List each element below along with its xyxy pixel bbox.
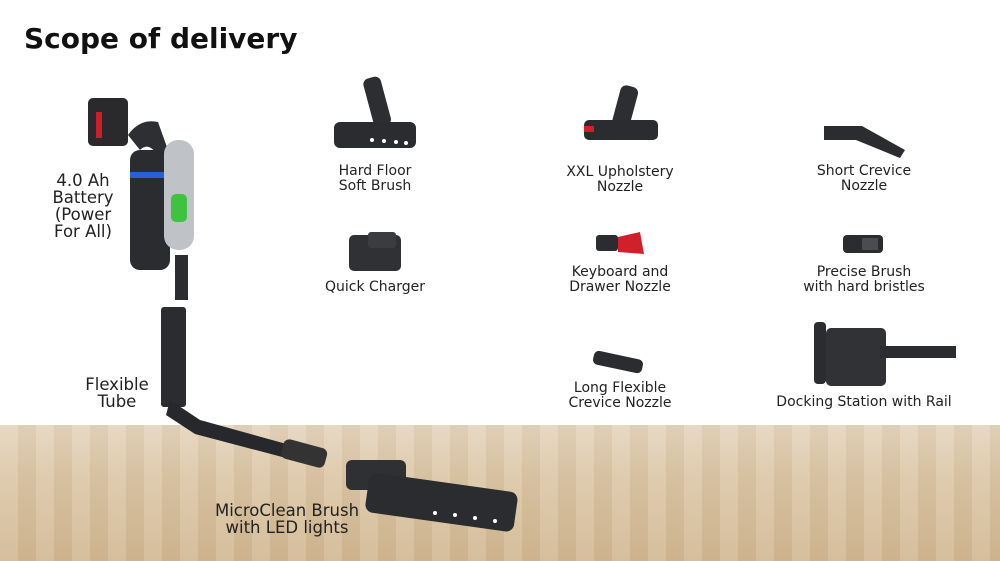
label-line: Long Flexible — [573, 380, 667, 396]
short-crevice-nozzle-image — [824, 126, 905, 158]
label-line: (Power — [54, 205, 112, 224]
flexible-tube-label: Flexible Tube — [85, 376, 149, 410]
label-line: Precise Brush — [816, 264, 912, 280]
flexible-tube-image — [161, 307, 328, 468]
vacuum-handheld-image — [128, 121, 194, 300]
label-line: Nozzle — [840, 178, 888, 194]
label-line: Nozzle — [596, 179, 644, 195]
label-line: MicroClean Brush — [214, 501, 360, 520]
long-flexible-crevice-nozzle-image — [593, 350, 643, 374]
long-flexible-crevice-nozzle-label: Long Flexible Crevice Nozzle — [568, 381, 671, 411]
precise-brush-label: Precise Brush with hard bristles — [803, 265, 925, 295]
label-line: Battery — [52, 188, 114, 207]
label-line: Short Crevice — [816, 163, 912, 179]
label-line: Hard Floor — [338, 163, 412, 179]
label-line: with hard bristles — [803, 279, 925, 295]
battery-label: 4.0 Ah Battery (Power For All) — [52, 172, 113, 240]
label-line: 4.0 Ah — [56, 171, 110, 190]
precise-brush-image — [843, 235, 883, 253]
docking-station-image — [814, 322, 956, 386]
label-line: Crevice Nozzle — [568, 395, 672, 411]
label-line: Drawer Nozzle — [569, 279, 671, 295]
label-line: Soft Brush — [338, 178, 412, 194]
label-line: Keyboard and — [571, 264, 669, 280]
quick-charger-image — [349, 232, 401, 271]
xxl-upholstery-nozzle-label: XXL Upholstery Nozzle — [566, 165, 673, 195]
keyboard-drawer-nozzle-label: Keyboard and Drawer Nozzle — [569, 265, 671, 295]
label-line: Quick Charger — [324, 279, 426, 295]
label-line: Tube — [97, 392, 137, 411]
label-line: Flexible — [85, 375, 149, 394]
xxl-upholstery-nozzle-image — [584, 85, 658, 140]
label-line: XXL Upholstery — [566, 164, 674, 180]
hard-floor-brush-image — [334, 76, 416, 148]
short-crevice-nozzle-label: Short Crevice Nozzle — [817, 164, 911, 194]
keyboard-drawer-nozzle-image — [596, 232, 644, 254]
quick-charger-label: Quick Charger — [325, 280, 425, 295]
label-line: For All) — [54, 222, 112, 241]
battery-image — [88, 98, 128, 146]
page-title: Scope of delivery — [24, 22, 298, 55]
hard-floor-brush-label: Hard Floor Soft Brush — [339, 164, 412, 194]
microclean-brush-label: MicroClean Brush with LED lights — [215, 502, 359, 536]
microclean-brush-image — [346, 460, 518, 532]
label-line: Docking Station with Rail — [776, 394, 952, 410]
label-line: with LED lights — [225, 518, 349, 537]
docking-station-label: Docking Station with Rail — [776, 395, 951, 410]
